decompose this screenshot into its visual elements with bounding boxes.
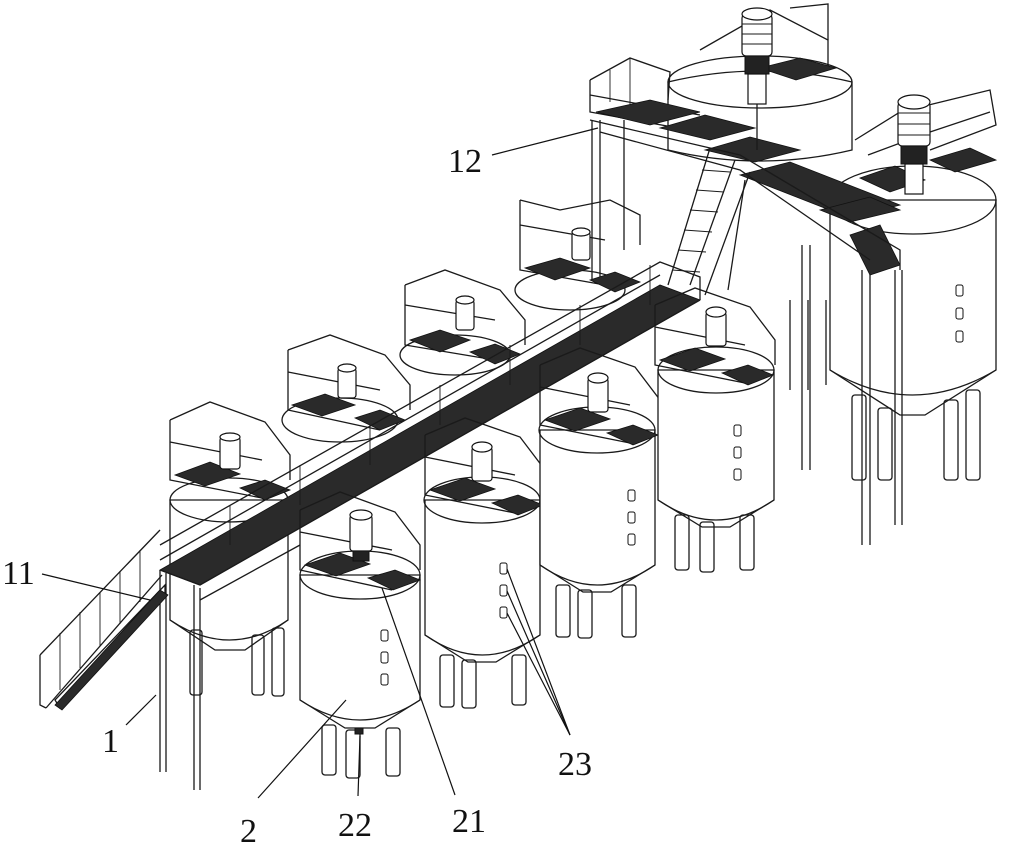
sight-port: [627, 489, 636, 502]
sight-port: [955, 307, 964, 320]
sight-port: [499, 606, 508, 619]
label-21: 21: [452, 803, 486, 840]
entry-stairs: [39, 529, 169, 711]
tank-legs: [851, 389, 981, 481]
sight-port: [627, 511, 636, 524]
tank-row-back-2: [281, 334, 411, 443]
tank-front-1: [299, 491, 422, 779]
callout-21: 21: [381, 587, 486, 840]
callout-23: 23: [506, 568, 592, 783]
tank-back-left: [667, 55, 853, 390]
tank-legs: [439, 654, 527, 709]
sight-port: [499, 584, 508, 597]
sight-port: [380, 673, 389, 686]
tank-legs: [674, 514, 755, 573]
tank-legs: [555, 584, 637, 639]
callout-2: 2: [240, 699, 347, 850]
tank-front-2: [423, 417, 546, 709]
label-22: 22: [338, 807, 372, 844]
tank-legs: [189, 627, 285, 697]
label-11: 11: [2, 555, 35, 592]
sight-port: [955, 284, 964, 297]
discharge-valve: [354, 727, 364, 735]
callout-22: 22: [338, 735, 372, 844]
callout-12: 12: [448, 127, 599, 180]
label-2: 2: [240, 813, 257, 850]
sight-port: [499, 562, 508, 575]
sight-port: [955, 330, 964, 343]
label-23: 23: [558, 746, 592, 783]
label-1: 1: [102, 723, 119, 760]
tank-front-3: [538, 347, 661, 639]
tank-row-back-3: [399, 269, 526, 376]
callout-1: 1: [102, 694, 157, 760]
sight-port: [733, 424, 742, 437]
tank-legs: [321, 724, 401, 779]
agitator-motor-upper: [741, 7, 773, 150]
sight-port: [627, 533, 636, 546]
connecting-stairs: [667, 147, 751, 296]
callout-11: 11: [2, 555, 151, 601]
sight-port: [380, 629, 389, 642]
label-12: 12: [448, 143, 482, 180]
sight-port: [380, 651, 389, 664]
tank-front-4: [654, 287, 776, 573]
main-walkway: [159, 261, 701, 790]
sight-port: [733, 468, 742, 481]
upper-platform: [589, 3, 998, 545]
tank-row-back-4: [514, 199, 642, 311]
sight-port: [733, 446, 742, 459]
agitator-motor-right: [897, 94, 931, 195]
